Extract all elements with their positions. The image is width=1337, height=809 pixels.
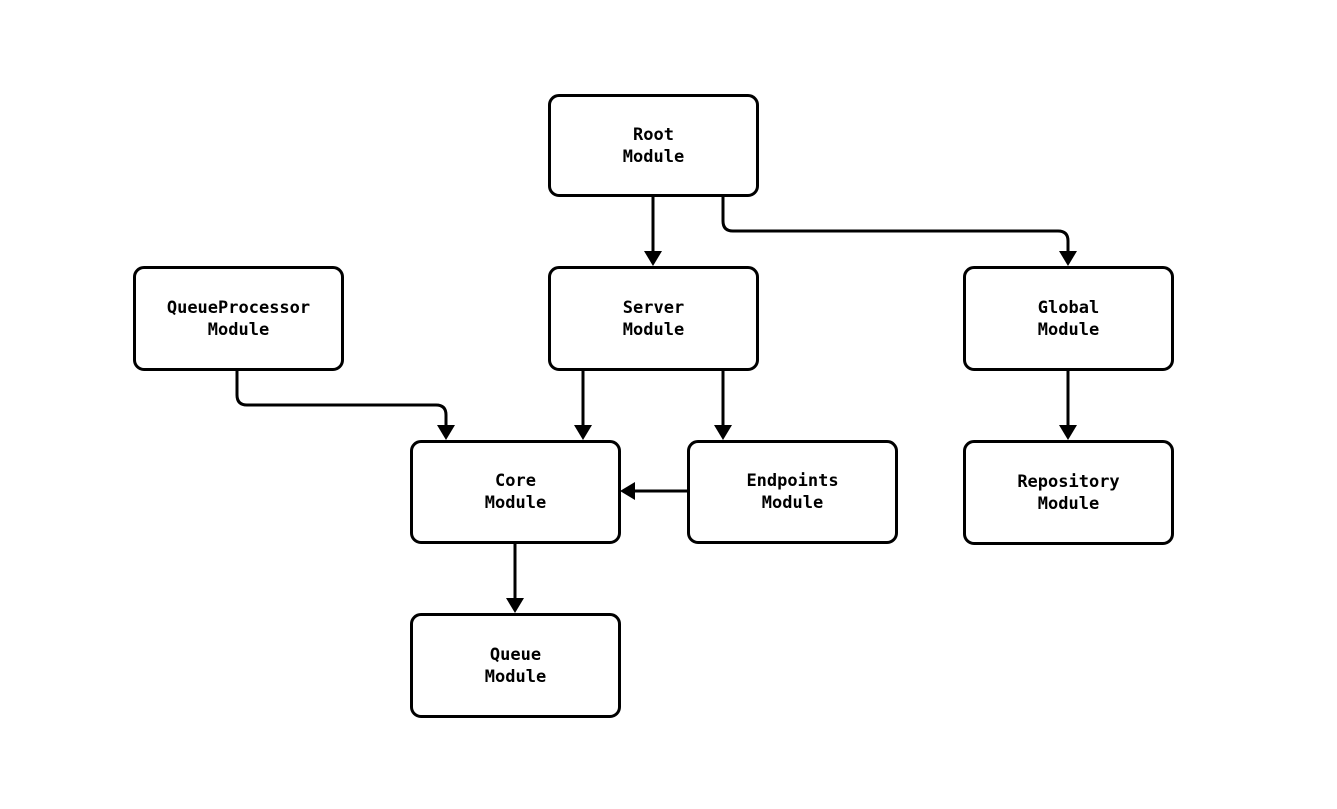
- node-label-name: Global: [1037, 297, 1100, 318]
- node-label-name: Server: [622, 297, 685, 318]
- node-label-suffix: Module: [1037, 319, 1100, 340]
- node-label-suffix: Module: [484, 493, 547, 513]
- node-label-suffix: Module: [1037, 493, 1100, 514]
- node-label-name: Queue: [489, 644, 542, 665]
- arrowhead-icon: [714, 425, 732, 440]
- node-label-suffix: Module: [622, 146, 685, 167]
- edge-global-to-repository: [1059, 371, 1077, 440]
- arrowhead-icon: [506, 598, 524, 613]
- edge-server-to-core: [574, 371, 592, 440]
- edge-line: [235, 371, 448, 426]
- node-label-suffix: Module: [207, 319, 270, 340]
- edge-endpoints-to-core: [620, 482, 687, 500]
- arrowhead-icon: [437, 425, 455, 440]
- arrowhead-icon: [1059, 251, 1077, 266]
- edge-queueprocessor-to-core: [235, 371, 455, 440]
- node-label-name: Repository: [1017, 471, 1120, 492]
- edge-server-to-endpoints: [714, 371, 732, 440]
- arrowhead-icon: [1059, 425, 1077, 440]
- node-label-suffix: Module: [622, 319, 685, 340]
- edge-root-to-global: [721, 197, 1077, 266]
- edge-root-to-server: [644, 197, 662, 266]
- arrowhead-icon: [644, 251, 662, 266]
- node-label-suffix: Module: [484, 666, 547, 687]
- node-label-suffix: Module: [761, 493, 824, 513]
- edge-core-to-queue: [506, 544, 524, 613]
- node-label-name: Endpoints: [746, 471, 839, 491]
- edge-line: [721, 197, 1070, 252]
- node-label-name: Root: [633, 124, 674, 145]
- node-label-name: Core: [495, 471, 536, 491]
- node-label-name: QueueProcessor: [166, 297, 311, 318]
- arrowhead-icon: [574, 425, 592, 440]
- arrowhead-icon: [620, 482, 635, 500]
